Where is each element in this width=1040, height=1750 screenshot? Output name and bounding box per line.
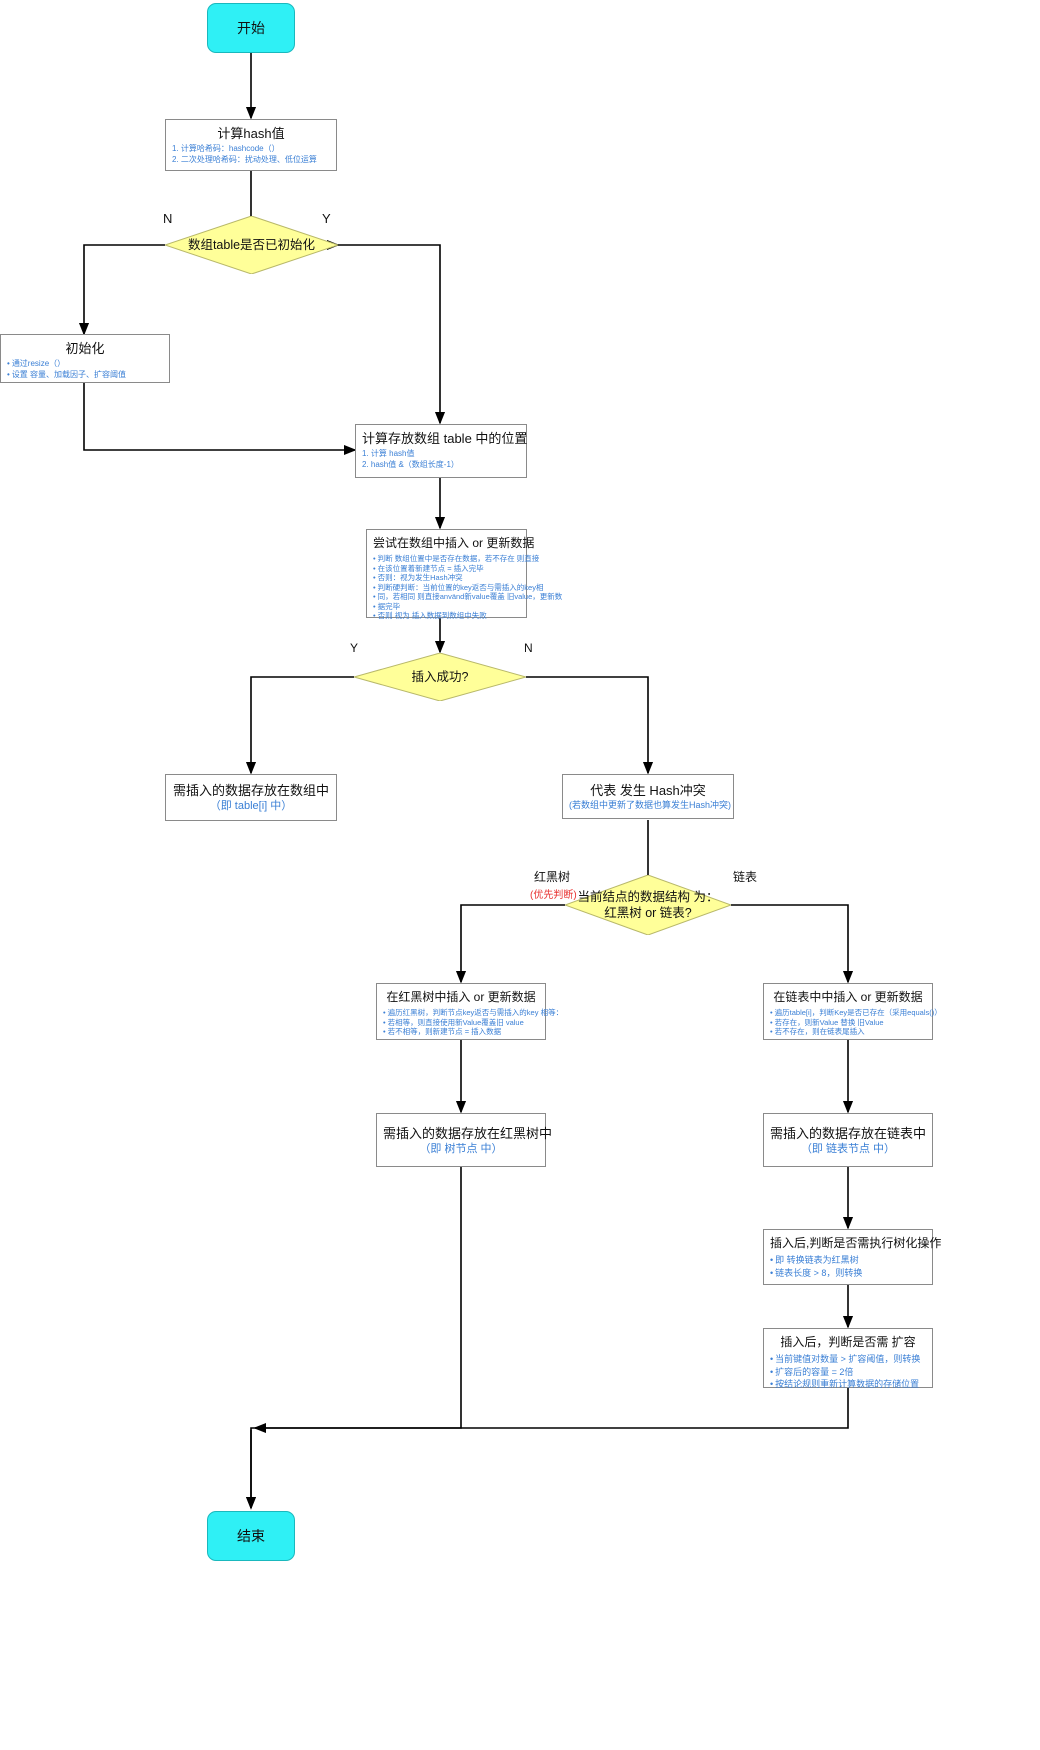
node-resize-check-title: 插入后，判断是否需 扩容 bbox=[780, 1335, 916, 1349]
detail-line: 据完毕 bbox=[373, 602, 520, 612]
node-try-insert-array-details: 判断 数组位置中是否存在数据，若不存在 则直接 在该位置着新建节点 = 插入完毕… bbox=[373, 554, 563, 621]
detail-line: 链表长度 > 8，则转换 bbox=[770, 1267, 926, 1280]
detail-line: 2. 二次处理哈希码：扰动处理、低位运算 bbox=[172, 154, 317, 164]
detail-line: 若不存在，则在链表尾插入 bbox=[770, 1027, 926, 1037]
node-treeify-check[interactable]: 插入后,判断是否需执行树化操作 即 转换链表为红黑树 链表长度 > 8，则转换 bbox=[763, 1229, 942, 1285]
node-resize-check-details: 当前键值对数量 > 扩容阈值，则转换 扩容后的容量 = 2倍 按结论规则重新计算… bbox=[770, 1353, 926, 1391]
node-decision-node-structure-label: 当前结点的数据结构 为： 红黑树 or 链表? bbox=[565, 875, 731, 935]
detail-line: 判断硬判断：当前位置的key返否与需插入的key相 bbox=[373, 583, 544, 593]
node-decision-insert-success-label: 插入成功? bbox=[411, 670, 469, 684]
node-decision-table-initialized[interactable]: 数组table是否已初始化 bbox=[165, 216, 338, 274]
node-calc-hash[interactable]: 计算hash值 1. 计算哈希码：hashcode（） 2. 二次处理哈希码：扰… bbox=[165, 119, 337, 171]
node-calc-hash-details: 1. 计算哈希码：hashcode（） 2. 二次处理哈希码：扰动处理、低位运算 bbox=[172, 144, 330, 165]
detail-line: 同，若相同 则直接använd新value覆盖 旧value，更新数 bbox=[373, 592, 563, 602]
node-hash-collision[interactable]: 代表 发生 Hash冲突 (若数组中更新了数据也算发生Hash冲突) bbox=[562, 774, 734, 819]
node-calc-position[interactable]: 计算存放数组 table 中的位置 1. 计算 hash值 2. hash值 &… bbox=[355, 424, 527, 478]
node-stored-in-list-subtitle: （即 链表节点 中） bbox=[800, 1142, 896, 1155]
edge-label-table-init-no: N bbox=[163, 211, 173, 226]
node-resize-check[interactable]: 插入后，判断是否需 扩容 当前键值对数量 > 扩容阈值，则转换 扩容后的容量 =… bbox=[763, 1328, 933, 1391]
detail-line: 遍历红黑树，判断节点key返否与需插入的key 相等： bbox=[383, 1008, 563, 1018]
node-end-label: 结束 bbox=[237, 1528, 265, 1544]
detail-line: 通过resize（） bbox=[7, 359, 163, 370]
node-start[interactable]: 开始 bbox=[207, 3, 295, 53]
node-initialize-title: 初始化 bbox=[65, 341, 105, 356]
node-insert-list[interactable]: 在链表中中插入 or 更新数据 遍历table[i]，判断Key是否已存在（采用… bbox=[763, 983, 942, 1040]
edge-label-insert-success-yes: Y bbox=[350, 641, 359, 655]
node-try-insert-array[interactable]: 尝试在数组中插入 or 更新数据 判断 数组位置中是否存在数据，若不存在 则直接… bbox=[366, 529, 563, 621]
detail-line: 若不相等，则新建节点 = 插入数据 bbox=[383, 1027, 539, 1037]
edge-label-structure-rbtree-note: (优先判断) bbox=[530, 890, 577, 901]
edge-label-structure-rbtree: 红黑树 bbox=[534, 870, 571, 884]
node-treeify-check-details: 即 转换链表为红黑树 链表长度 > 8，则转换 bbox=[770, 1254, 926, 1279]
detail-line: 设置 容量、加载因子、扩容阈值 bbox=[7, 370, 163, 381]
decision-structure-line1: 当前结点的数据结构 为： bbox=[577, 890, 719, 904]
detail-line: 当前键值对数量 > 扩容阈值，则转换 bbox=[770, 1353, 926, 1366]
node-stored-in-rbtree[interactable]: 需插入的数据存放在红黑树中 （即 树节点 中） bbox=[376, 1113, 553, 1167]
node-stored-in-list-title: 需插入的数据存放在链表中 bbox=[770, 1125, 927, 1141]
detail-line: 否则 视为 插入数据到数组中失败 bbox=[373, 611, 520, 621]
node-initialize[interactable]: 初始化 通过resize（） 设置 容量、加载因子、扩容阈值 bbox=[0, 334, 170, 383]
node-insert-rbtree[interactable]: 在红黑树中插入 or 更新数据 遍历红黑树，判断节点key返否与需插入的key … bbox=[376, 983, 563, 1040]
decision-structure-line2: 红黑树 or 链表? bbox=[604, 906, 692, 920]
node-insert-list-details: 遍历table[i]，判断Key是否已存在（采用equals()） 若存在，则新… bbox=[770, 1008, 942, 1037]
detail-line: 1. 计算哈希码：hashcode（） bbox=[172, 144, 280, 153]
diamond-shape bbox=[565, 875, 731, 935]
detail-line: 即 转换链表为红黑树 bbox=[770, 1254, 926, 1267]
detail-line: 扩容后的容量 = 2倍 bbox=[770, 1366, 926, 1379]
node-initialize-details: 通过resize（） 设置 容量、加载因子、扩容阈值 bbox=[7, 359, 163, 380]
detail-line: 2. hash值 &（数组长度-1） bbox=[362, 459, 459, 469]
node-hash-collision-subtitle: (若数组中更新了数据也算发生Hash冲突) bbox=[569, 800, 732, 810]
node-calc-hash-title: 计算hash值 bbox=[217, 126, 285, 141]
node-hash-collision-title: 代表 发生 Hash冲突 bbox=[590, 783, 706, 798]
node-stored-in-rbtree-title: 需插入的数据存放在红黑树中 bbox=[383, 1125, 553, 1141]
node-insert-list-title: 在链表中中插入 or 更新数据 bbox=[773, 990, 923, 1004]
diamond-shape bbox=[165, 216, 338, 274]
node-stored-in-list[interactable]: 需插入的数据存放在链表中 （即 链表节点 中） bbox=[763, 1113, 933, 1167]
diamond-shape bbox=[354, 653, 526, 701]
node-stored-in-array-subtitle: （即 table[i] 中） bbox=[209, 800, 293, 812]
node-try-insert-array-title: 尝试在数组中插入 or 更新数据 bbox=[373, 536, 535, 550]
detail-line: 1. 计算 hash值 bbox=[362, 449, 415, 458]
node-decision-node-structure[interactable]: 当前结点的数据结构 为： 红黑树 or 链表? bbox=[565, 875, 731, 935]
node-stored-in-array-title: 需插入的数据存放在数组中 bbox=[172, 783, 329, 798]
detail-line: 遍历table[i]，判断Key是否已存在（采用equals()） bbox=[770, 1008, 942, 1018]
node-calc-position-details: 1. 计算 hash值 2. hash值 &（数组长度-1） bbox=[362, 449, 520, 470]
edge-label-structure-list: 链表 bbox=[733, 870, 758, 884]
node-start-label: 开始 bbox=[237, 20, 265, 36]
node-end[interactable]: 结束 bbox=[207, 1511, 295, 1561]
detail-line: 若存在，则新Value 替换 旧Value bbox=[770, 1018, 926, 1028]
node-insert-rbtree-title: 在红黑树中插入 or 更新数据 bbox=[386, 990, 536, 1004]
node-decision-insert-success[interactable]: 插入成功? bbox=[354, 653, 526, 701]
detail-line: 按结论规则重新计算数据的存储位置 bbox=[770, 1378, 926, 1391]
edge-label-table-init-yes: Y bbox=[322, 211, 331, 226]
node-stored-in-array[interactable]: 需插入的数据存放在数组中 （即 table[i] 中） bbox=[165, 774, 337, 821]
detail-line: 判断 数组位置中是否存在数据，若不存在 则直接 bbox=[373, 554, 540, 564]
node-decision-table-initialized-label: 数组table是否已初始化 bbox=[187, 238, 316, 252]
node-calc-position-title: 计算存放数组 table 中的位置 bbox=[362, 431, 528, 446]
detail-line: 若相等，则直接使用新Value覆盖旧 value bbox=[383, 1018, 539, 1028]
node-treeify-check-title: 插入后,判断是否需执行树化操作 bbox=[770, 1236, 942, 1250]
node-insert-rbtree-details: 遍历红黑树，判断节点key返否与需插入的key 相等： 若相等，则直接使用新Va… bbox=[383, 1008, 563, 1037]
detail-line: 在该位置着新建节点 = 插入完毕 bbox=[373, 564, 520, 574]
detail-line: 否则：视为发生Hash冲突 bbox=[373, 573, 520, 583]
edge-label-insert-success-no: N bbox=[524, 641, 533, 655]
node-stored-in-rbtree-subtitle: （即 树节点 中） bbox=[419, 1142, 503, 1155]
